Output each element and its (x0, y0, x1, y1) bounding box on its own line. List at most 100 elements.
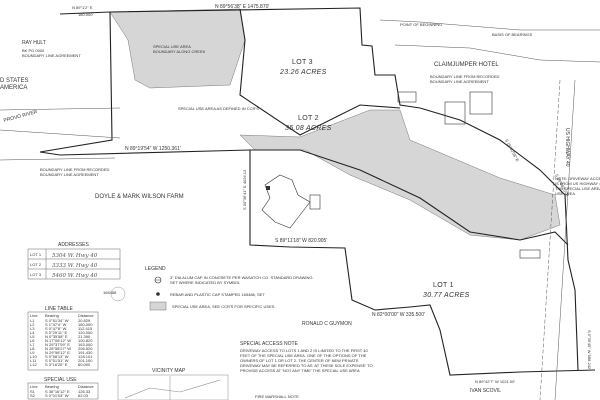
address-value: 3333 W. Hwy 40 (52, 263, 98, 269)
line-table-cell: 206.520 (78, 346, 93, 351)
line-table-cell: L8 (30, 346, 35, 351)
stamp-number: 165488 (103, 290, 117, 295)
line-table-cell: 201.100 (78, 358, 93, 363)
line-table-cell: S 0°51'51" W (45, 358, 69, 363)
bearing-north-left: N 89°1'2" E (72, 5, 93, 10)
secondary-lines (0, 19, 600, 400)
address-value: 5460 W. Hwy 40 (52, 273, 98, 279)
bearing-southeast-dim: N 82°00'00" W 335.500' (372, 312, 425, 318)
note-special-use-defined: SPECIAL USE AREA AS DEFINED IN CCR'S (178, 106, 259, 111)
property-boundary (39, 7, 596, 376)
special-access-text: DRIVEWAY ACCESS TO LOTS 1 AND 2 IS LIMIT… (240, 348, 374, 373)
owner-scovil: IVAN SCOVIL (470, 388, 501, 394)
note-special-use-top: SPECIAL USE AREA BOUNDARY ALONG CREEK (153, 44, 206, 54)
special-use-title: SPECIAL USE (44, 377, 77, 383)
lot2-area: 35.08 ACRES (285, 125, 332, 132)
note-boundary-line: BOUNDARY LINE FROM RECORDED BOUNDARY LIN… (40, 167, 111, 177)
lot3-area: 23.26 ACRES (279, 69, 327, 76)
line-table-cell: 191.430 (78, 350, 93, 355)
label-claimjumper-hotel: CLAIMJUMPER HOTEL (434, 62, 499, 68)
line-table-cell: 100.820 (78, 338, 93, 343)
special-use-cell: S 0°01'03" W (45, 393, 69, 398)
line-table-cell: 112.415 (78, 326, 93, 331)
legend-item3: SPECIAL USE AREA, SEE CCR'S FOR SPECIFIC… (172, 304, 276, 309)
building-lot2-hatch (266, 186, 270, 190)
bearing-south-bottom: N 89°42'7" W 1021.00' (475, 379, 515, 384)
bearing-north: N 89°56'38" E 1475.870' (215, 4, 269, 10)
address-lot-label: LOT 2 (30, 262, 42, 267)
owner-ray-hult: RAY HULT (22, 40, 46, 46)
line-table-cell: N 29°58'12" E (45, 350, 70, 355)
legend-rebar-symbol (156, 292, 160, 296)
note-driveway-access: NOTE: DRIVEWAY ACCESS TO LOT IS FROM US … (555, 176, 600, 196)
special-access-note: SPECIAL ACCESS NOTE DRIVEWAY ACCESS TO L… (240, 341, 374, 399)
line-table-cell: S 0°58'13" W (45, 354, 69, 359)
line-table-cell: N 0°35'58" E (45, 334, 68, 339)
line-table-cell: L3 (30, 326, 35, 331)
legend-title: LEGEND (145, 266, 166, 272)
special-use-header: Distance (78, 384, 94, 389)
addresses-title: ADDRESSES (58, 242, 90, 248)
line-table-cell: S 0°29'11" E (45, 330, 68, 335)
line-table-cell: 60.000 (78, 362, 91, 367)
line-table-cell: 21.390 (78, 334, 91, 339)
owner-guymon: RONALD C GUYMON (302, 321, 352, 327)
special-use-header: Bearing (45, 384, 59, 389)
lot3-name: LOT 3 (292, 59, 313, 66)
lot1-area: 30.77 ACRES (423, 292, 470, 299)
special-use-cell: S2 (30, 393, 36, 398)
vicinity-title: VICINITY MAP (152, 368, 186, 374)
legend-item2: REBAR AND PLASTIC CAP STAMPED 165488, SE… (170, 292, 265, 297)
line-table-cell: L4 (30, 330, 35, 335)
bearing-right-upper: S 16°42'08" E (504, 138, 520, 162)
owner-farm: DOYLE & MARK WILSON FARM (95, 194, 184, 200)
line-table-cell: S 0°47'8" W (45, 326, 67, 331)
note-boundary-right: BOUNDARY LINE FROM RECORDED BOUNDARY LIN… (430, 74, 501, 84)
line-table-cell: S 0°51'34" W (45, 318, 69, 323)
legend-item1: 3" DIA ALUM CAP IN CONCRETE PER WASATCH … (170, 275, 315, 285)
line-table-cell: S 1°47'4" W (45, 322, 67, 327)
line-table-cell: L5 (30, 334, 35, 339)
line-table-cell: L12 (30, 362, 37, 367)
line-table-cell: N 28°58'27" W (45, 346, 71, 351)
stamp-seal (110, 286, 126, 302)
bearing-west-vertical: S 00°36'41" E 4026.12 (242, 169, 247, 210)
fire-marshall-note: FIRE MARSHALL NOTE (255, 394, 299, 399)
bearing-west-mid: N 89°19'54" W 1250.361' (125, 146, 181, 152)
special-use-area-corridor (239, 109, 561, 241)
line-table-cell: 120.000 (78, 330, 93, 335)
line-table-cell: L1 (30, 318, 35, 323)
line-table-cell: L9 (30, 350, 35, 355)
special-use-cell: 126.33 (78, 389, 91, 394)
line-table-cell: L2 (30, 322, 35, 327)
line-table-cell: 128.101 (78, 354, 93, 359)
special-use-header: Line (30, 384, 38, 389)
line-table-cell: L10 (30, 354, 37, 359)
buildings (261, 91, 541, 259)
special-access-title: SPECIAL ACCESS NOTE (240, 341, 299, 347)
note-basis-of-bearings: BASIS OF BEARINGS (492, 32, 533, 37)
line-table-cell: L7 (30, 342, 35, 347)
line-table-cell: 163.000 (78, 342, 93, 347)
bearing-north-left-dist: 160.000' (78, 12, 93, 17)
special-use-cell: S 36°16'12" E (45, 389, 70, 394)
label-highway: US HIGHWAY 40 (564, 128, 570, 167)
line-table-header: Distance (78, 313, 94, 318)
line-table-cell: L6 (30, 338, 35, 343)
line-table-cell: N 17°08'12" W (45, 338, 71, 343)
bearing-south-main: S 89°11'18" W 820.905' (275, 238, 327, 244)
line-table-cell: L11 (30, 358, 37, 363)
line-table-header: Line (30, 313, 38, 318)
lot2-name: LOT 2 (298, 115, 319, 122)
address-lot-label: LOT 3 (30, 272, 42, 277)
line-table-cell: 20.829 (78, 318, 91, 323)
line-table-cell: S 3°16'20" E (45, 362, 68, 367)
line-table-header: Bearing (45, 313, 59, 318)
label-provo-river: PROVO RIVER (3, 109, 38, 124)
special-use-cell: S1 (30, 389, 36, 394)
address-lot-label: LOT 1 (30, 252, 42, 257)
owner-ray-hult-sub: BK PG 0000 BOUNDARY LINE AGREEMENT (22, 48, 81, 58)
